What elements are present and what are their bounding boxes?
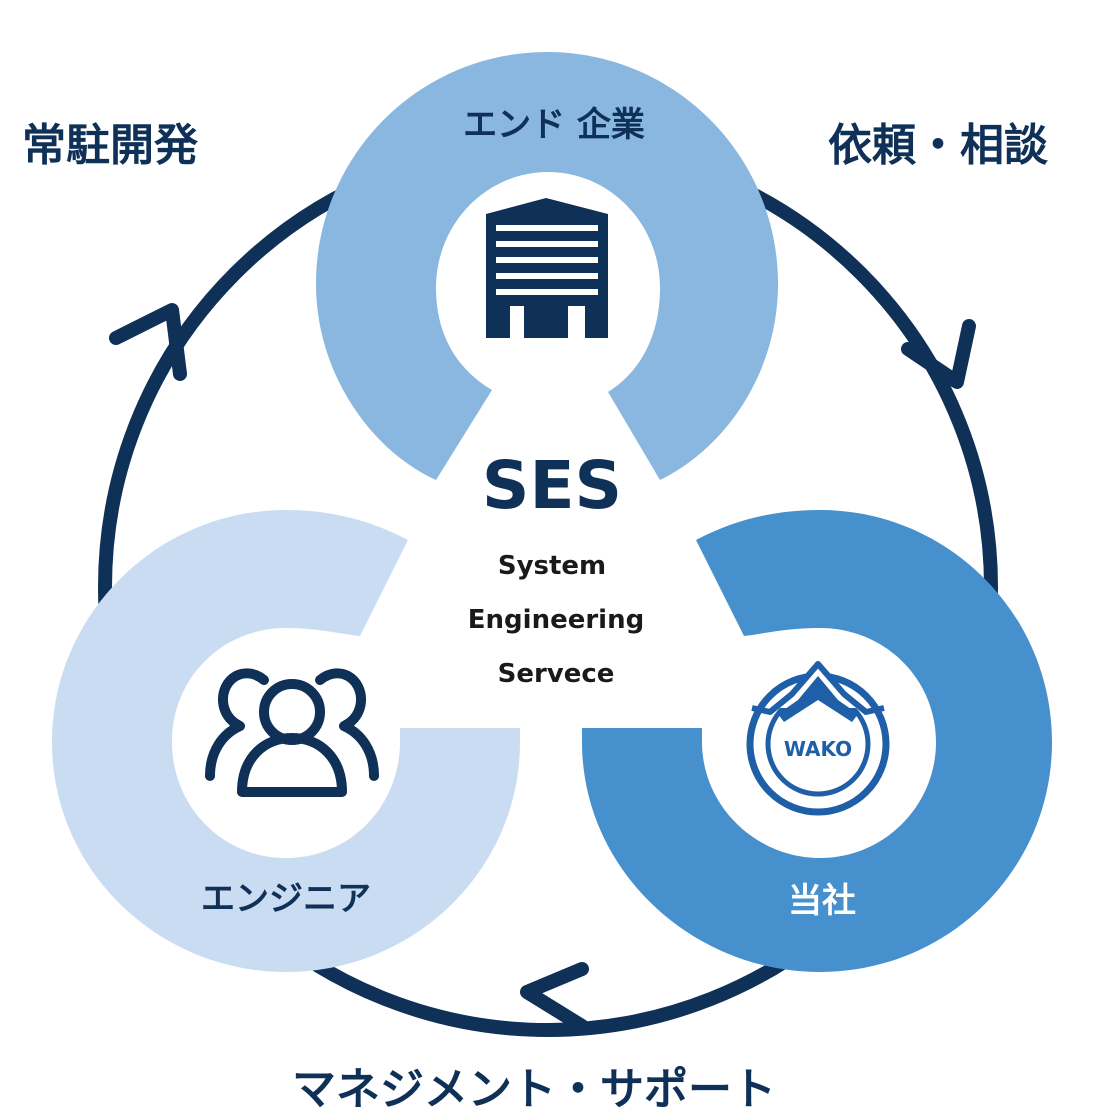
label-request-consultation: 依頼・相談 [828, 120, 1048, 171]
building-icon [486, 198, 608, 338]
node-end-company-ring [316, 52, 778, 480]
ses-subtitle-line-1: System [498, 551, 606, 581]
arrow-left-icon [520, 962, 589, 1033]
node-end-company: エンド 企業 [316, 52, 778, 480]
node-engineer-label: エンジニア [201, 879, 371, 919]
ses-subtitle-line-3: Servece [498, 659, 615, 689]
label-management-support: マネジメント・サポート [292, 1064, 776, 1115]
people-icon [205, 668, 379, 797]
label-onsite-development: 常駐開発 [22, 120, 199, 171]
arrow-down-right-icon [901, 319, 976, 389]
ses-title: SES [482, 447, 622, 524]
node-engineer: エンジニア [52, 510, 520, 972]
node-engineer-ring [52, 510, 520, 972]
node-end-company-label: エンド 企業 [463, 105, 645, 145]
node-our-company: WAKO 当社 [582, 510, 1052, 972]
wako-logo: WAKO [744, 661, 892, 818]
node-our-company-ring [582, 510, 1052, 972]
arrow-up-left-icon [109, 303, 187, 381]
wako-logo-text: WAKO [784, 737, 852, 761]
node-our-company-label: 当社 [788, 881, 856, 921]
ses-subtitle-line-2: Engineering [468, 605, 644, 635]
